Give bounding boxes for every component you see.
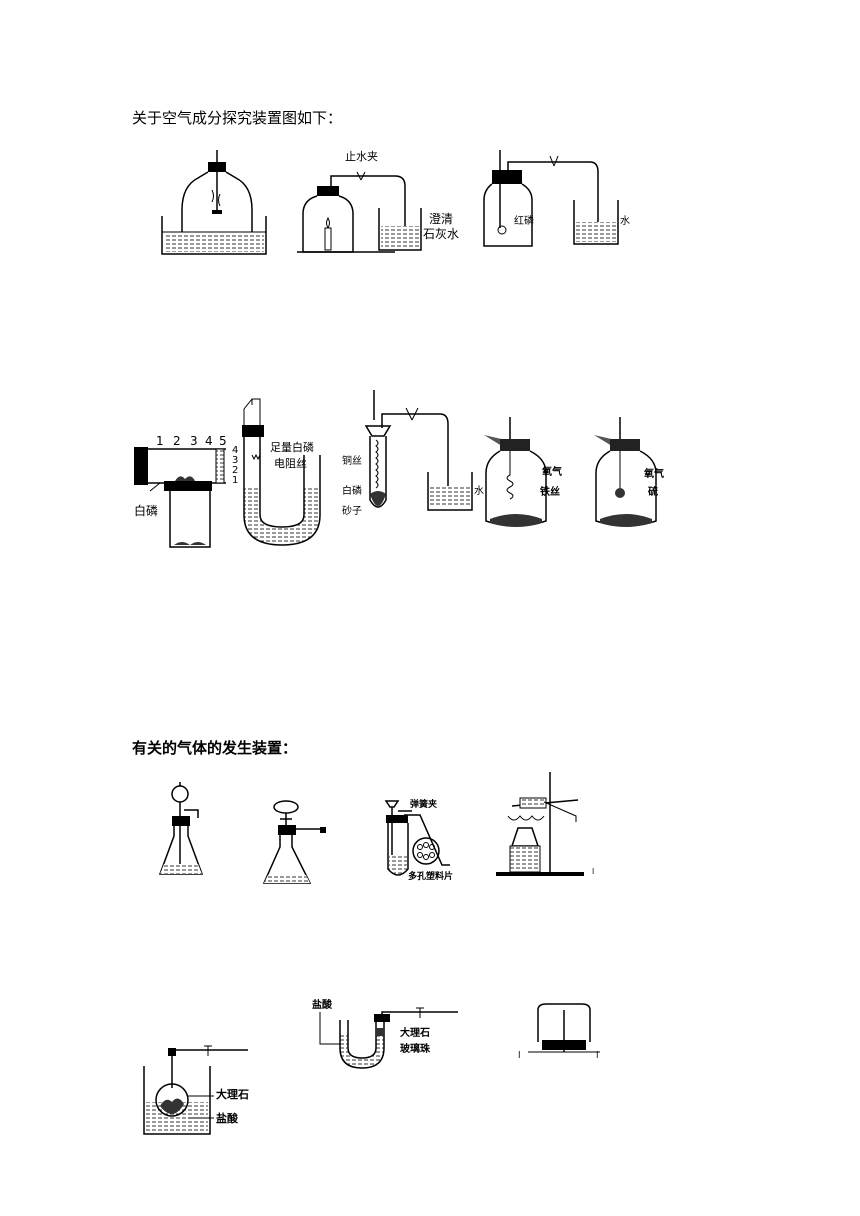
section2-heading: 有关的气体的发生装置： [132,739,298,757]
apparatus-copper-wire: 铜丝 白磷 砂子 水 [342,390,484,517]
apparatus-long-funnel-flask [158,782,204,875]
label-red-phosphorus: 红磷 [514,214,534,227]
apparatus-u-tube: 4 3 2 1 足量白磷 电阻丝 [232,398,321,546]
apparatus-sulfur: 氧气 硫 [594,417,664,527]
apparatus-sep-funnel-flask [262,800,326,884]
apparatus-spring-clamp-tube: 弹簧夹 多孔塑料片 [384,798,453,882]
label-marble-2: 大理石 [216,1087,249,1101]
section1-heading: 关于空气成分探究装置图如下： [132,109,343,127]
label-spring-clamp: 弹簧夹 [410,798,437,810]
label-hcl-2: 盐酸 [216,1111,239,1125]
label-sulfur: 硫 [648,485,658,498]
label-scale-2: 2 [173,434,181,448]
label-utube-4: 4 [232,445,238,456]
label-marble-1: 大理石 [400,1026,430,1039]
label-hcl-1: 盐酸 [312,998,333,1011]
apparatus-red-phosphorus: 红磷 水 [483,150,630,247]
label-oxygen-1: 氧气 [541,465,562,478]
label-limewater-1: 澄清 [429,211,453,226]
label-glass-beads: 玻璃珠 [400,1042,431,1055]
label-oxygen-2: 氧气 [643,467,664,480]
svg-text:l: l [518,1051,521,1061]
apparatus-ring-stand-heater: l [496,772,594,876]
label-limewater-2: 石灰水 [423,227,459,241]
label-water-1: 水 [620,215,630,227]
apparatus-iron-wire: 氧气 铁丝 [484,417,562,527]
label-porous-plate: 多孔塑料片 [408,870,453,882]
label-scale-5: 5 [219,434,227,448]
apparatus-u-tube-marble: 盐酸 大理石 玻璃珠 [312,998,458,1069]
apparatus-candle-limewater: 止水夹 澄清 石灰水 [297,150,459,253]
svg-text:l: l [596,1051,599,1061]
label-sufficient-white-p: 足量白磷 [270,440,314,454]
label-scale-4: 4 [205,434,213,448]
label-utube-3: 3 [232,455,238,466]
label-resistance-wire: 电阻丝 [274,457,307,470]
apparatus-inverted-container: l l [518,1003,600,1061]
label-clamp: 止水夹 [345,150,378,163]
label-sand: 砂子 [342,504,362,517]
label-utube-2: 2 [232,465,238,476]
label-copper-wire: 铜丝 [342,455,362,467]
svg-text:l: l [592,867,594,876]
label-scale-3: 3 [190,434,198,448]
apparatus-bell-jar [161,150,267,255]
label-white-phosphorus-2: 白磷 [342,484,362,497]
label-white-phosphorus-1: 白磷 [134,503,158,518]
apparatus-scale-tube: 1 2 3 4 5 白磷 [134,434,227,548]
label-utube-1: 1 [232,475,238,486]
label-water-2: 水 [474,485,484,497]
apparatus-bulb-beaker: 大理石 盐酸 [143,1045,249,1135]
label-iron-wire: 铁丝 [540,485,560,498]
label-scale-1: 1 [156,434,164,448]
